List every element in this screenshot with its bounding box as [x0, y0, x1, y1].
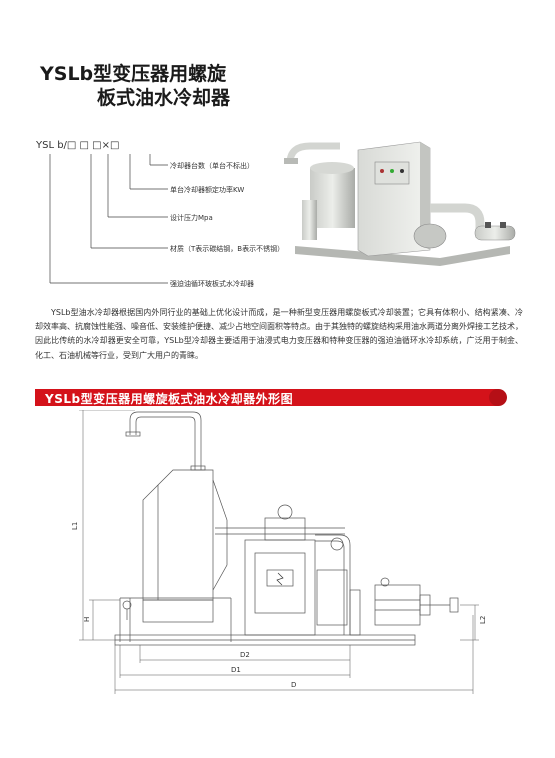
- dim-h: H: [83, 617, 91, 622]
- dim-d2: D2: [240, 651, 250, 659]
- outline-drawing: L1 H L2 D D1 D2: [71, 410, 487, 694]
- title-line-1: YSLb型变压器用螺旋: [40, 63, 227, 85]
- dim-d: D: [291, 681, 296, 689]
- code-label-material: 材质（T表示碳结钢，B表示不锈钢）: [170, 245, 285, 253]
- code-label-type: 强迫油循环玻板式水冷却器: [170, 280, 254, 288]
- code-label-pressure: 设计压力Mpa: [170, 214, 213, 222]
- dim-l2: L2: [479, 616, 487, 624]
- banner-title: YSLb型变压器用螺旋板式油水冷却器外形图: [45, 392, 294, 406]
- product-photo: [284, 141, 516, 266]
- code-label-count: 冷却器台数（单台不标出）: [170, 162, 254, 170]
- dim-l1: L1: [71, 522, 79, 530]
- dim-d1: D1: [231, 666, 241, 674]
- title-line-2: 板式油水冷却器: [97, 87, 231, 109]
- model-code: YSL b/□ □ □×□: [36, 140, 120, 151]
- page-title: YSLb型变压器用螺旋 板式油水冷却器: [40, 62, 300, 110]
- code-label-power: 单台冷却器额定功率KW: [170, 186, 245, 194]
- section-banner: YSLb型变压器用螺旋板式油水冷却器外形图: [35, 389, 507, 406]
- description: YSLb型油水冷却器根据国内外同行业的基础上优化设计而成，是一种新型变压器用螺旋…: [35, 308, 523, 360]
- banner-cap: [489, 389, 507, 406]
